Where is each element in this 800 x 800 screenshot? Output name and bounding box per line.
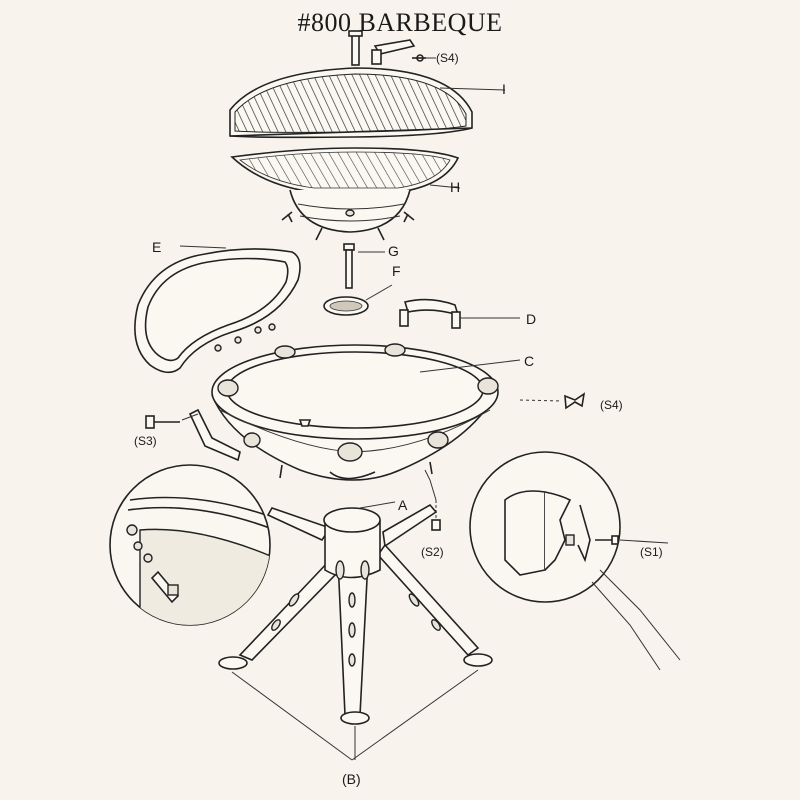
diagram-title: #800 BARBEQUE xyxy=(297,8,503,37)
label-part-h: H xyxy=(450,179,460,195)
label-part-s4-side: (S4) xyxy=(600,398,623,412)
label-part-f: F xyxy=(392,263,401,279)
part-h-grate-assembly xyxy=(230,147,461,241)
label-part-e: E xyxy=(152,239,161,255)
label-part-s3: (S3) xyxy=(134,434,157,448)
part-e-wind-shield xyxy=(134,245,301,374)
label-part-b: (B) xyxy=(342,771,361,787)
part-s2-bolt xyxy=(424,469,441,531)
top-handle-bolt-part xyxy=(348,30,436,66)
label-part-s2: (S2) xyxy=(421,545,444,559)
label-part-g: G xyxy=(388,243,399,259)
part-a-stand xyxy=(218,501,493,761)
label-part-s1: (S1) xyxy=(640,545,663,559)
label-part-s4-top: (S4) xyxy=(436,51,459,65)
part-i-upper-grill xyxy=(229,67,506,139)
detail-circle-right xyxy=(469,451,681,671)
label-part-a: A xyxy=(398,497,408,513)
part-s4-wing-nut xyxy=(519,392,586,410)
label-part-c: C xyxy=(524,353,534,369)
part-s3-bolt xyxy=(145,408,312,462)
part-d-side-handle xyxy=(399,298,520,329)
part-f-grate-disc xyxy=(323,284,393,316)
label-part-d: D xyxy=(526,311,536,327)
part-g-shaft xyxy=(343,243,385,289)
detail-circle-left xyxy=(109,464,271,626)
label-part-i: I xyxy=(502,81,506,97)
part-c-fire-bowl xyxy=(211,343,521,481)
